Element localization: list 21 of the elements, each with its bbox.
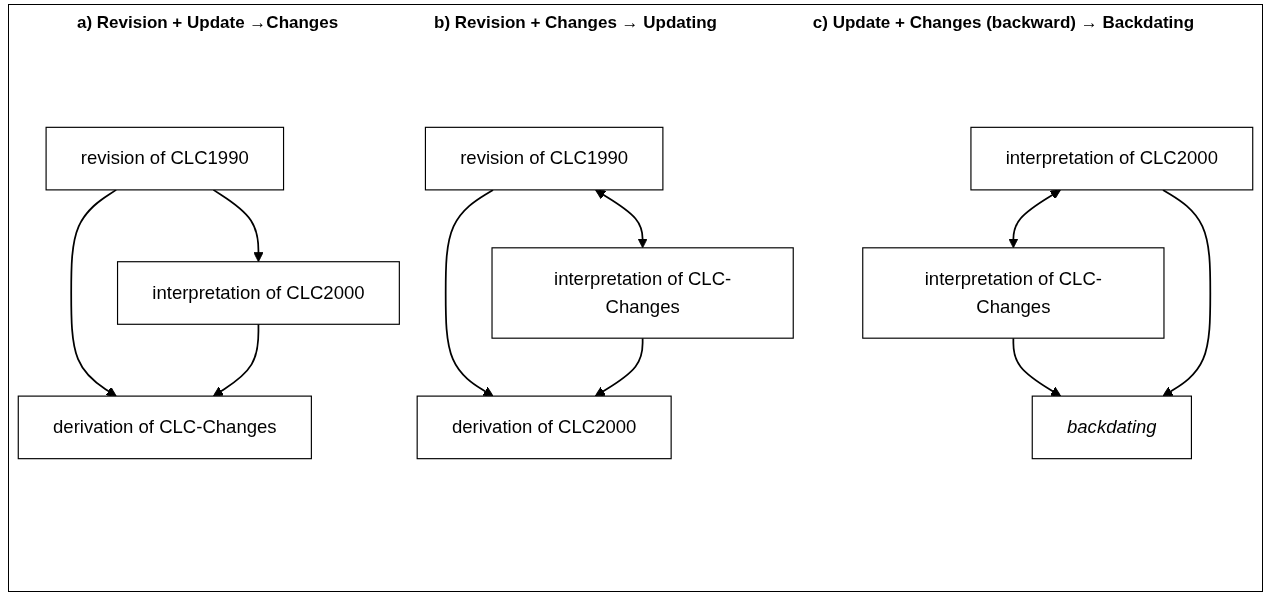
arrow (595, 189, 648, 249)
node-box: revision of CLC1990 (45, 126, 285, 191)
arrow (212, 189, 264, 263)
panel-heading: b) Revision + Changes → Updating (434, 13, 717, 33)
node-box: interpretation of CLC-Changes (862, 247, 1165, 339)
node-box: interpretation of CLC2000 (116, 261, 400, 325)
node-box: interpretation of CLC2000 (970, 126, 1254, 191)
node-box: interpretation of CLC-Changes (491, 247, 794, 339)
arrow (444, 189, 494, 397)
panel-heading: c) Update + Changes (backward) → Backdating (812, 13, 1195, 33)
arrow (1162, 189, 1212, 397)
arrow (1012, 337, 1062, 397)
arrow (1008, 189, 1061, 249)
arrow (70, 189, 118, 397)
node-box: backdating (1031, 395, 1192, 460)
panel-heading: a) Revision + Update →Changes (76, 13, 339, 33)
node-box: derivation of CLC-Changes (17, 395, 312, 460)
arrow (594, 337, 644, 397)
node-box: revision of CLC1990 (424, 126, 664, 191)
arrow (212, 323, 260, 397)
node-box: derivation of CLC2000 (416, 395, 672, 460)
